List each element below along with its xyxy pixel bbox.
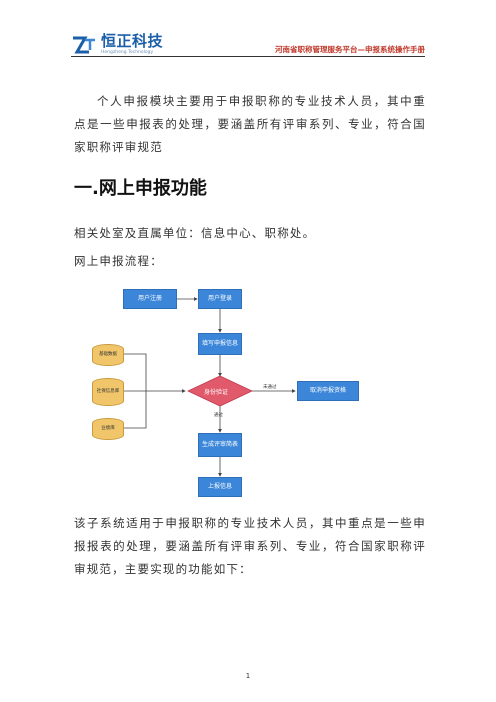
db-basic-icon: 基础数据: [92, 344, 124, 366]
cancel-box: 取消申报资格: [297, 381, 359, 401]
header-title: 河南省职称管理服务平台—申报系统操作手册: [275, 45, 425, 54]
submit-box: 上报信息: [198, 477, 242, 497]
dept-line: 相关处室及直属单位：信息中心、职称处。: [74, 226, 316, 240]
register-box: 用户注册: [123, 289, 177, 309]
flow-caption: 网上申报流程：: [74, 254, 163, 268]
db-performance-icon: 业绩库: [92, 418, 124, 440]
verify-label: 身份验证: [204, 389, 229, 396]
page-header: 恒正科技 Hengzheng Technology 河南省职称管理服务平台—申报…: [0, 0, 496, 60]
header-divider: [71, 56, 425, 57]
summary-paragraph: 该子系统适用于申报职称的专业技术人员，其中重点是一些申报报表的处理，要涵盖所有评…: [74, 516, 426, 576]
flowchart: 用户注册 用户登录 填写申报信息 身份验证 未通过 取消申报资格 通过 生成评审…: [76, 280, 376, 510]
login-box: 用户登录: [198, 289, 242, 309]
db-social-icon: 社保信息库: [92, 378, 124, 406]
generate-box: 生成评审简表: [198, 433, 242, 457]
fill-box: 填写申报信息: [198, 333, 242, 355]
pass-label: 通过: [214, 413, 223, 418]
logo-mark-icon: [73, 36, 95, 53]
intro-paragraph: 个人申报模块主要用于申报职称的专业技术人员，其中重点是一些申报表的处理，要涵盖所…: [74, 94, 426, 154]
logo-subtitle: Hengzheng Technology: [101, 50, 154, 55]
flow-connectors: [124, 297, 296, 477]
fail-label: 未通过: [263, 385, 277, 390]
logo-name: 恒正科技: [101, 32, 164, 50]
verify-diamond: [187, 375, 253, 407]
page-number: 1: [245, 672, 251, 680]
section-title: 一.网上申报功能: [74, 178, 207, 199]
company-logo: 恒正科技 Hengzheng Technology: [71, 34, 163, 55]
